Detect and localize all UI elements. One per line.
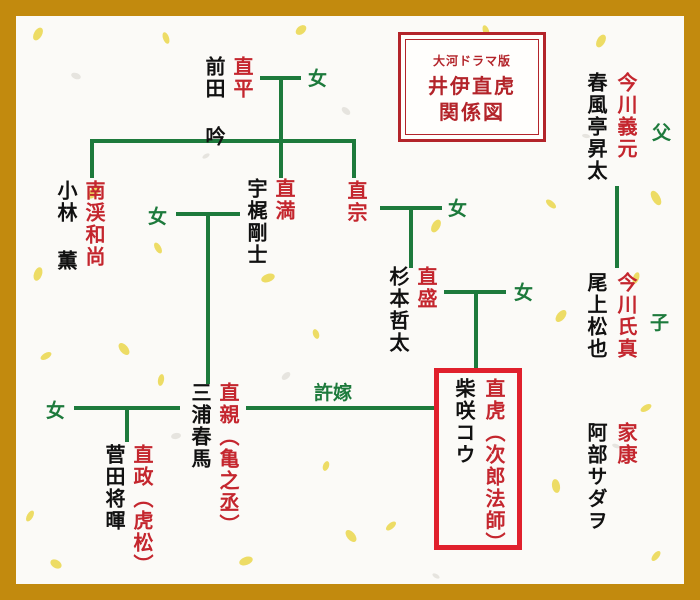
relation-daughter-naochika: 女 [46, 400, 66, 422]
role-naomitsu: 直満 [272, 178, 296, 222]
actor-naomasa: 菅田将暉 [102, 444, 126, 532]
role-ujizane: 今川氏真 [614, 272, 638, 360]
role-naomune: 直宗 [344, 180, 368, 224]
title-subheading: 大河ドラマ版 [432, 54, 511, 68]
title-heading: 井伊直虎 関係図 [428, 74, 516, 124]
relation-daughter-naomori: 女 [514, 282, 534, 304]
connector-lines [26, 25, 662, 579]
actor-naomori: 杉本哲太 [386, 266, 410, 354]
relation-daughter-naomune: 女 [448, 198, 468, 220]
role-nankei: 南渓和尚 [82, 180, 106, 268]
role-naohira: 直平 [230, 56, 254, 100]
relation-son: 子 [650, 312, 670, 334]
role-ieyasu: 家康 [614, 422, 638, 466]
role-naotora: 直虎（次郎法師） [482, 378, 506, 554]
actor-nankei: 小林 薫 [54, 180, 78, 272]
role-yoshimoto: 今川義元 [614, 72, 638, 160]
confetti-decoration [26, 25, 662, 569]
actor-ieyasu: 阿部サダヲ [584, 422, 608, 532]
role-naomasa: 直政（虎松） [130, 444, 154, 576]
role-naomori: 直盛 [414, 266, 438, 310]
actor-naochika: 三浦春馬 [188, 382, 212, 470]
role-naochika: 直親（亀之丞） [216, 382, 240, 536]
paper-flecks [71, 72, 620, 579]
diagram-canvas: 大河ドラマ版 井伊直虎 関係図 直平 前田 吟 女 南渓和尚 小林 薫 直満 宇… [16, 16, 684, 584]
relation-father: 父 [652, 122, 672, 144]
actor-yoshimoto: 春風亭昇太 [584, 72, 608, 182]
relation-engaged: 許嫁 [314, 382, 353, 404]
actor-naomitsu: 宇梶剛士 [244, 178, 268, 266]
actor-ujizane: 尾上松也 [584, 272, 608, 360]
actor-naotora: 柴咲コウ [452, 378, 476, 466]
title-inner-border: 大河ドラマ版 井伊直虎 関係図 [405, 39, 539, 135]
protagonist-highlight-box [434, 368, 522, 550]
actor-naohira: 前田 吟 [202, 56, 226, 148]
title-box: 大河ドラマ版 井伊直虎 関係図 [398, 32, 546, 142]
relation-daughter-naohira: 女 [308, 68, 328, 90]
relation-daughter-naomitsu: 女 [148, 206, 168, 228]
